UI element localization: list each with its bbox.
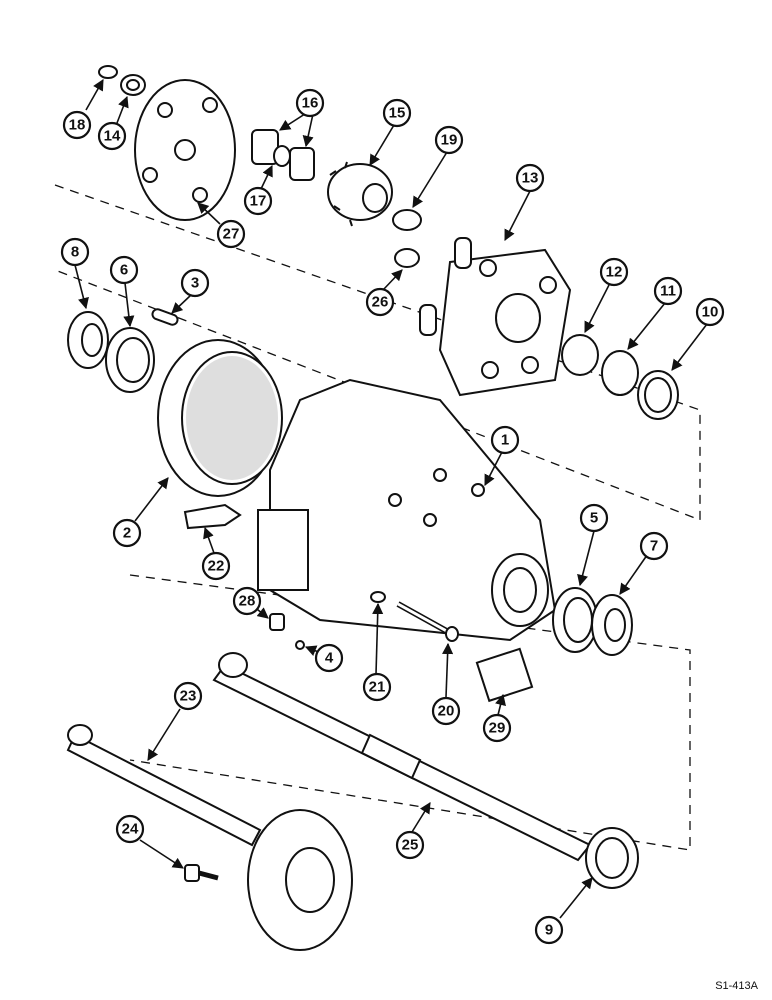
callout-1: 1	[490, 425, 520, 455]
svg-text:9: 9	[545, 922, 553, 939]
svg-text:25: 25	[402, 837, 419, 854]
figure-reference-code: S1-413A	[715, 980, 758, 992]
svg-text:13: 13	[522, 170, 539, 187]
callout-9: 9	[534, 915, 564, 945]
plug-28	[269, 613, 285, 631]
axle-shaft-23	[66, 724, 353, 951]
callout-28: 28	[232, 586, 262, 616]
callout-12: 12	[599, 257, 629, 287]
washer-19	[392, 209, 422, 231]
bearing-cup-5	[552, 587, 598, 653]
svg-text:17: 17	[250, 193, 267, 210]
bolt-20	[396, 601, 459, 642]
svg-text:12: 12	[606, 264, 623, 281]
svg-text:24: 24	[122, 821, 139, 838]
callout-15: 15	[382, 98, 412, 128]
axle-housing-1	[257, 378, 557, 642]
washer-26	[394, 248, 420, 268]
axle-shaft-25	[212, 652, 592, 862]
svg-text:21: 21	[369, 679, 386, 696]
callout-24: 24	[115, 814, 145, 844]
svg-text:6: 6	[120, 262, 128, 279]
callout-3: 3	[180, 268, 210, 298]
callout-26: 26	[365, 287, 395, 317]
bolt-24	[184, 864, 219, 882]
svg-text:11: 11	[660, 283, 676, 300]
svg-text:10: 10	[702, 304, 719, 321]
svg-text:20: 20	[438, 703, 455, 720]
callout-27: 27	[216, 219, 246, 249]
bearing-cone-7	[591, 594, 633, 656]
svg-text:16: 16	[302, 95, 319, 112]
callout-19: 19	[434, 125, 464, 155]
callout-5: 5	[579, 503, 609, 533]
callout-14: 14	[97, 121, 127, 151]
bearing-cone-8	[67, 311, 109, 369]
pin-3	[151, 308, 179, 326]
svg-text:2: 2	[123, 525, 131, 542]
svg-text:27: 27	[223, 226, 240, 243]
svg-text:26: 26	[372, 294, 389, 311]
callout-13: 13	[515, 163, 545, 193]
svg-text:23: 23	[180, 688, 197, 705]
callout-10: 10	[695, 297, 725, 327]
callout-6: 6	[109, 255, 139, 285]
callout-20: 20	[431, 696, 461, 726]
callout-23: 23	[173, 681, 203, 711]
washer-18	[98, 65, 118, 79]
svg-text:18: 18	[69, 117, 86, 134]
planet-gear-15	[327, 161, 393, 227]
svg-text:14: 14	[104, 128, 121, 145]
washer-21	[370, 591, 386, 603]
ring-gear-2	[157, 339, 283, 497]
svg-text:29: 29	[489, 720, 506, 737]
callout-21: 21	[362, 672, 392, 702]
svg-text:19: 19	[441, 132, 458, 149]
carrier-plate-27	[134, 79, 236, 221]
callout-16: 16	[295, 88, 325, 118]
callout-11: 11	[653, 276, 683, 306]
lock-washer-11	[601, 350, 639, 396]
svg-text:15: 15	[389, 105, 406, 122]
needle-bearings-16	[251, 129, 315, 181]
callout-29: 29	[482, 713, 512, 743]
svg-text:28: 28	[239, 593, 256, 610]
svg-text:5: 5	[590, 510, 598, 527]
svg-text:3: 3	[191, 275, 199, 292]
svg-text:4: 4	[325, 650, 334, 667]
planet-carrier-13	[419, 237, 572, 397]
svg-text:22: 22	[208, 558, 225, 575]
callout-17: 17	[243, 186, 273, 216]
callout-18: 18	[62, 110, 92, 140]
gasket-kit-29	[475, 647, 534, 703]
nut-12	[561, 334, 599, 376]
callout-2: 2	[112, 518, 142, 548]
svg-text:7: 7	[650, 538, 658, 555]
svg-text:1: 1	[501, 432, 509, 449]
callout-25: 25	[395, 830, 425, 860]
callout-8: 8	[60, 237, 90, 267]
bearing-cup-6	[105, 327, 155, 393]
seal-9	[585, 827, 639, 889]
ball-4	[295, 640, 305, 650]
callout-4: 4	[314, 643, 344, 673]
sealant-tube-22	[183, 503, 242, 530]
callout-7: 7	[639, 531, 669, 561]
callout-22: 22	[201, 551, 231, 581]
svg-text:8: 8	[71, 244, 79, 261]
